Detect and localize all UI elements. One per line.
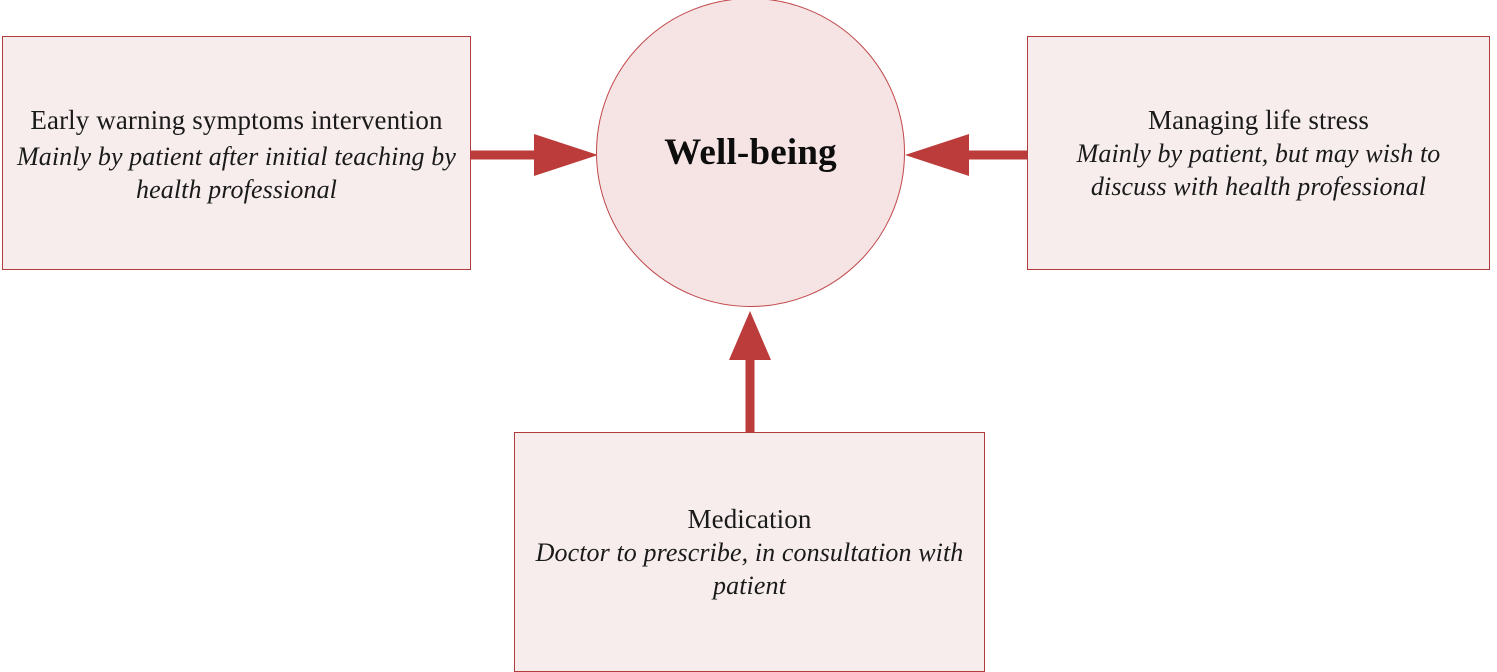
arrow-bottom-head bbox=[729, 311, 771, 360]
arrow-bottom-to-center bbox=[729, 311, 771, 432]
node-subtitle-early-warning: Mainly by patient after initial teaching… bbox=[17, 142, 456, 204]
arrow-right-head bbox=[905, 134, 969, 176]
node-title-early-warning: Early warning symptoms intervention bbox=[30, 105, 443, 135]
node-subtitle-life-stress: Mainly by patient, but may wish to discu… bbox=[1076, 138, 1441, 201]
node-early-warning-symptoms-intervention: Early warning symptoms intervention Main… bbox=[2, 36, 471, 270]
node-managing-life-stress: Managing life stress Mainly by patient, … bbox=[1027, 36, 1490, 270]
node-medication: Medication Doctor to prescribe, in consu… bbox=[514, 432, 985, 672]
arrow-left-to-center bbox=[471, 134, 598, 176]
node-subtitle-medication: Doctor to prescribe, in consultation wit… bbox=[535, 537, 964, 600]
arrow-left-head bbox=[534, 134, 598, 176]
node-label-well-being: Well-being bbox=[664, 132, 837, 173]
node-well-being: Well-being bbox=[596, 0, 905, 307]
arrow-right-to-center bbox=[905, 134, 1027, 176]
node-title-medication: Medication bbox=[687, 503, 812, 534]
node-title-life-stress: Managing life stress bbox=[1148, 104, 1369, 135]
